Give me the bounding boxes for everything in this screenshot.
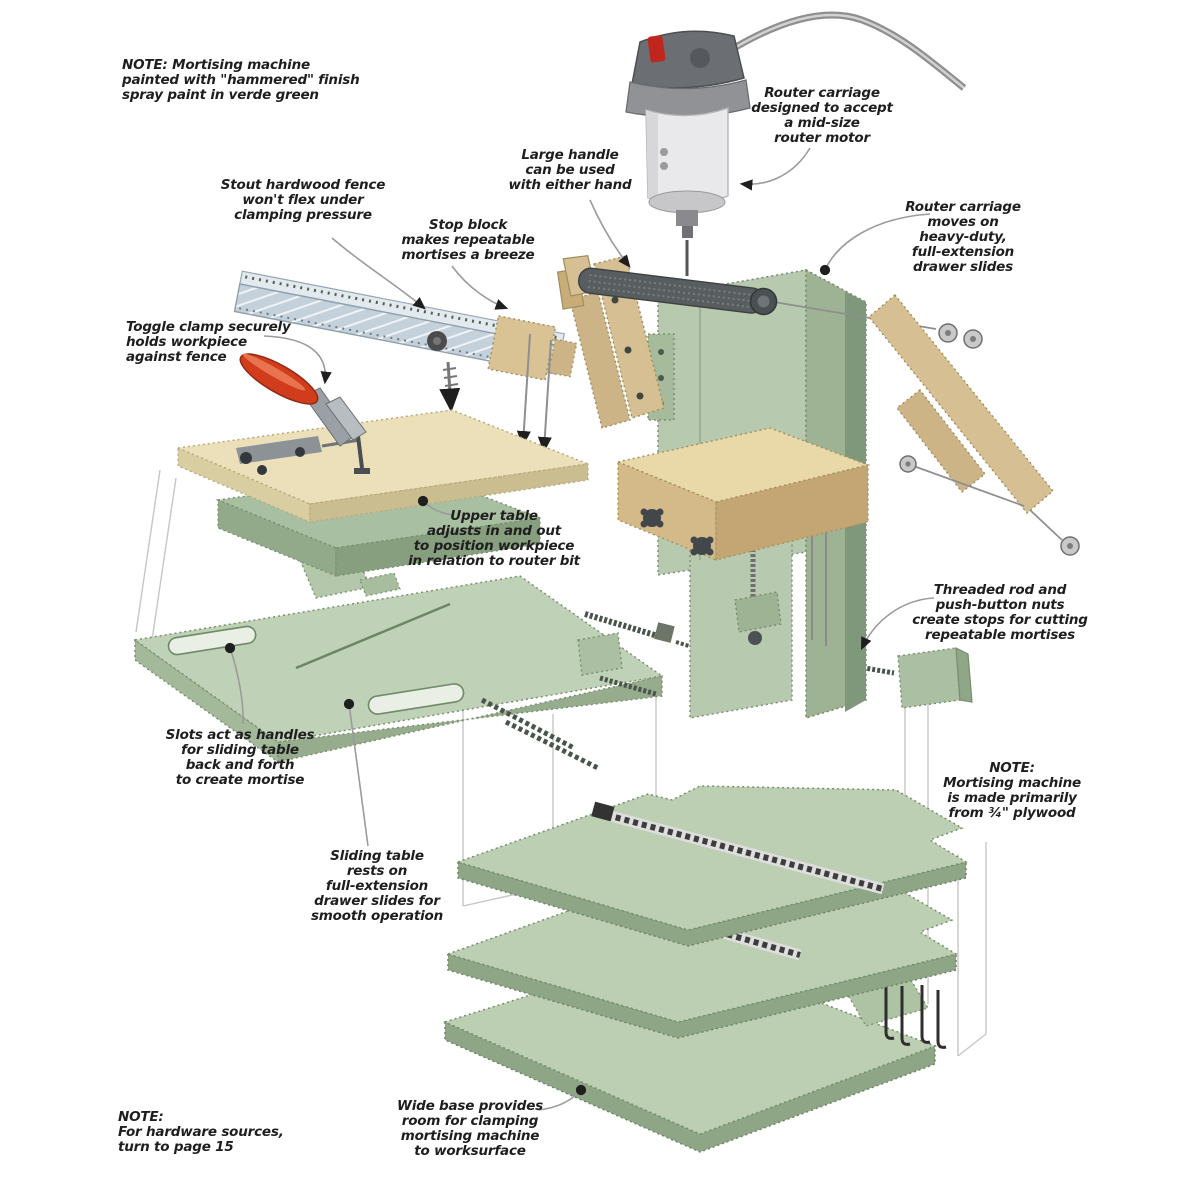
fence-knob-and-bolt (427, 331, 552, 453)
stop-block (487, 315, 557, 381)
upper-drawer-slide-rail (591, 801, 885, 895)
label-carriage-moves: Router carriage moves on heavy-duty, ful… (905, 199, 1021, 276)
label-large-handle: Large handle can be used with either han… (508, 147, 632, 194)
clamp-knobs (640, 508, 714, 556)
upper-table (175, 409, 591, 577)
exploded-guide-lines (135, 469, 987, 1057)
label-threaded-rod: Threaded rod and push-button nuts create… (912, 582, 1088, 644)
handle-slot-left (167, 625, 257, 656)
motor-body (645, 107, 729, 205)
power-switch (647, 35, 666, 63)
fence-assembly (233, 270, 578, 381)
label-fence: Stout hardwood fence won't flex under cl… (220, 177, 386, 224)
label-note-plywood: NOTE: Mortising machine is made primaril… (943, 760, 1081, 822)
label-note-paint: NOTE: Mortising machine painted with "ha… (122, 57, 360, 104)
leader-lines (224, 147, 935, 1111)
right-wood-lever (767, 294, 1080, 556)
mortise-groove (295, 602, 451, 670)
label-stop-block: Stop block makes repeatable mortises a b… (401, 217, 535, 264)
router-motor (625, 11, 967, 276)
label-slots: Slots act as handles for sliding table b… (165, 727, 315, 789)
threaded-rods-below-table (480, 697, 600, 771)
carriage-wood-block (615, 427, 871, 562)
label-toggle-clamp: Toggle clamp securely holds workpiece ag… (126, 319, 291, 366)
handle-slot-right (367, 683, 465, 715)
base-hanger-bolts (884, 982, 947, 1049)
toggle-clamp (236, 353, 370, 475)
upper-slide-panel (455, 785, 968, 947)
label-wide-base: Wide base provides room for clamping mor… (397, 1098, 543, 1160)
large-handle-bar (556, 255, 778, 316)
label-upper-table: Upper table adjusts in and out to positi… (408, 508, 580, 570)
sliding-table (133, 548, 664, 764)
label-note-hardware: NOTE: For hardware sources, turn to page… (118, 1109, 284, 1156)
label-carriage-accept: Router carriage designed to accept a mid… (751, 85, 893, 147)
lower-slide-panel (445, 877, 958, 1039)
label-sliding-table: Sliding table rests on full-extension dr… (310, 848, 444, 925)
